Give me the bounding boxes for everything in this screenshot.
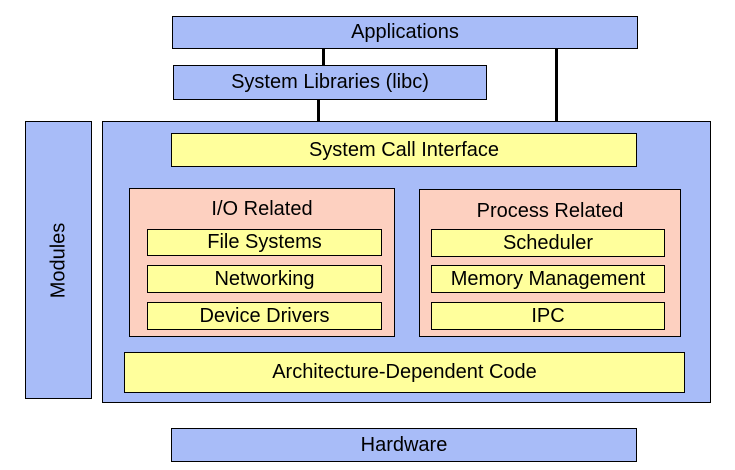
- memory-management-box: Memory Management: [431, 265, 665, 293]
- memory-management-label: Memory Management: [450, 267, 646, 290]
- scheduler-box: Scheduler: [431, 229, 665, 257]
- applications-label: Applications: [351, 21, 459, 43]
- applications-box: Applications: [172, 16, 638, 49]
- hardware-box: Hardware: [171, 428, 637, 462]
- io-related-title: I/O Related: [211, 198, 313, 220]
- system-call-interface-label: System Call Interface: [308, 138, 500, 161]
- networking-box: Networking: [147, 265, 382, 293]
- file-systems-label: File Systems: [207, 231, 322, 253]
- device-drivers-box: Device Drivers: [147, 302, 382, 330]
- system-libraries-label: System Libraries (libc): [231, 71, 429, 93]
- ipc-label: IPC: [531, 304, 565, 327]
- process-related-title: Process Related: [476, 200, 624, 222]
- architecture-code-box: Architecture-Dependent Code: [124, 352, 685, 393]
- modules-label: Modules: [47, 222, 70, 298]
- system-call-interface-box: System Call Interface: [171, 133, 637, 167]
- connector-apps-syscall: [555, 48, 558, 134]
- device-drivers-label: Device Drivers: [199, 304, 330, 327]
- architecture-code-label: Architecture-Dependent Code: [272, 361, 537, 383]
- file-systems-box: File Systems: [147, 229, 382, 256]
- connector-apps-libc: [322, 48, 325, 66]
- ipc-box: IPC: [431, 302, 665, 330]
- networking-label: Networking: [214, 267, 315, 290]
- modules-box: Modules: [25, 121, 92, 399]
- system-libraries-box: System Libraries (libc): [173, 65, 487, 100]
- scheduler-label: Scheduler: [502, 231, 594, 254]
- connector-libc-syscall: [317, 99, 320, 134]
- hardware-label: Hardware: [360, 433, 448, 456]
